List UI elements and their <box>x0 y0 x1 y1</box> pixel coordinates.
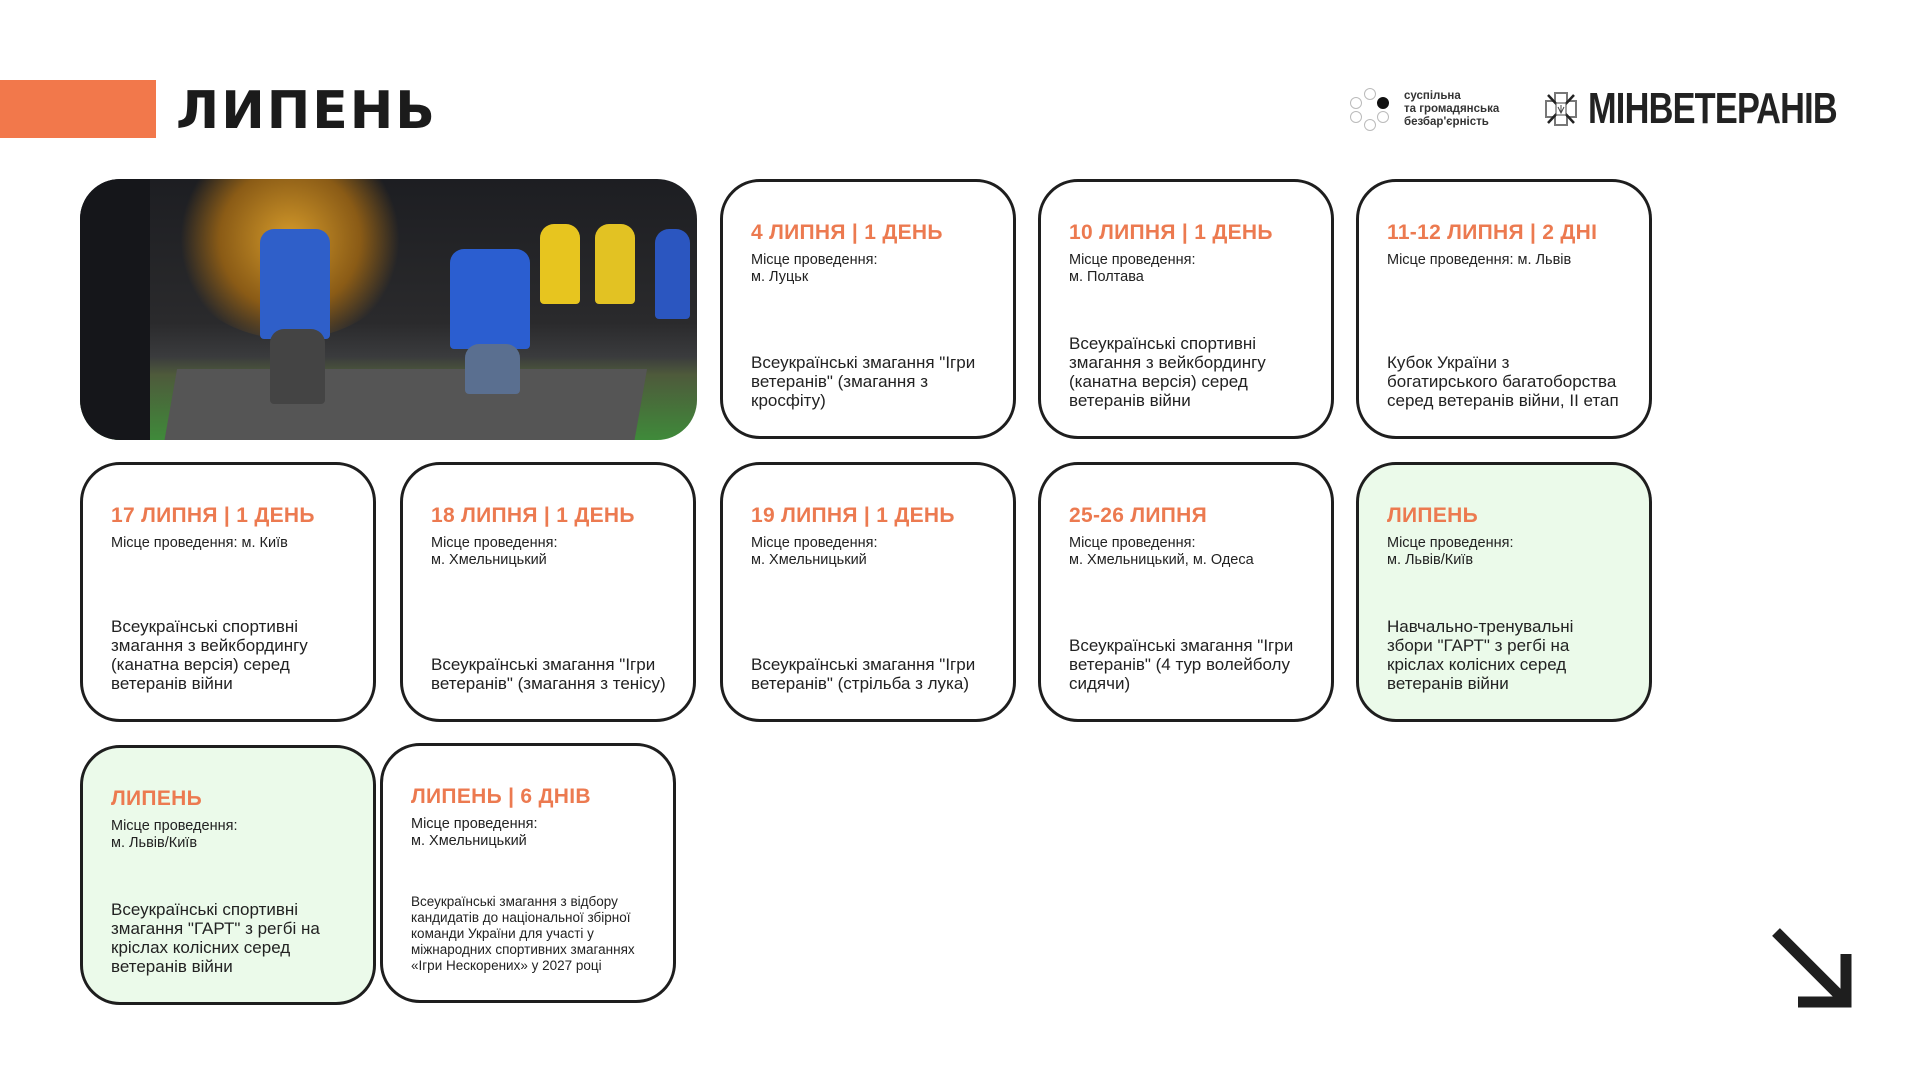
event-card[interactable]: 17 ЛИПНЯ | 1 ДЕНЬ Місце проведення: м. К… <box>80 462 376 722</box>
circles-icon <box>1350 88 1390 131</box>
event-description: Всеукраїнські змагання з відбору кандида… <box>411 894 635 973</box>
event-date: 18 ЛИПНЯ | 1 ДЕНЬ <box>431 504 635 527</box>
event-description: Всеукраїнські спортивні змагання "ГАРТ" … <box>111 900 320 976</box>
event-photo <box>80 179 697 440</box>
event-date: ЛИПЕНЬ <box>111 787 202 810</box>
event-description: Навчально-тренувальні збори "ГАРТ" з рег… <box>1387 617 1574 693</box>
event-description: Всеукраїнські змагання "Ігри ветеранів" … <box>751 353 976 410</box>
event-date: 25-26 ЛИПНЯ <box>1069 504 1208 527</box>
ministry-logo: МІНВЕТЕРАНІВ <box>1542 86 1907 132</box>
event-location: Місце проведення: м. Львів/Київ <box>1387 535 1514 568</box>
logo-line: та громадянська <box>1404 102 1500 115</box>
event-date: 17 ЛИПНЯ | 1 ДЕНЬ <box>111 504 315 527</box>
accessibility-logo: суспільна та громадянська безбар'єрність <box>1350 88 1500 131</box>
event-card[interactable]: 10 ЛИПНЯ | 1 ДЕНЬ Місце проведення: м. П… <box>1038 179 1334 439</box>
event-location: Місце проведення: м. Львів/Київ <box>111 818 238 851</box>
event-card[interactable]: 18 ЛИПНЯ | 1 ДЕНЬ Місце проведення: м. Х… <box>400 462 696 722</box>
event-card[interactable]: 25-26 ЛИПНЯ Місце проведення: м. Хмельни… <box>1038 462 1334 722</box>
event-date: 10 ЛИПНЯ | 1 ДЕНЬ <box>1069 221 1273 244</box>
event-location: Місце проведення: м. Хмельницький <box>431 535 558 568</box>
event-card[interactable]: 19 ЛИПНЯ | 1 ДЕНЬ Місце проведення: м. Х… <box>720 462 1016 722</box>
event-card[interactable]: ЛИПЕНЬ Місце проведення: м. Львів/Київ В… <box>80 745 376 1005</box>
event-description: Всеукраїнські змагання "Ігри ветеранів" … <box>751 655 976 693</box>
event-location: Місце проведення: м. Хмельницький <box>411 816 538 849</box>
event-description: Всеукраїнські спортивні змагання з вейкб… <box>1069 334 1266 410</box>
event-location: Місце проведення: м. Хмельницький <box>751 535 878 568</box>
event-location: Місце проведення: м. Хмельницький, м. Од… <box>1069 535 1254 568</box>
event-description: Всеукраїнські змагання "Ігри ветеранів" … <box>431 655 666 693</box>
event-date: 11-12 ЛИПНЯ | 2 ДНІ <box>1387 221 1598 244</box>
accent-bar <box>0 80 156 138</box>
emblem-icon <box>1545 92 1577 126</box>
event-card[interactable]: ЛИПЕНЬ Місце проведення: м. Львів/Київ Н… <box>1356 462 1652 722</box>
event-location: Місце проведення: м. Луцьк <box>751 252 878 285</box>
event-date: ЛИПЕНЬ | 6 ДНІВ <box>411 785 591 808</box>
event-date: 4 ЛИПНЯ | 1 ДЕНЬ <box>751 221 943 244</box>
logo-line: безбар'єрність <box>1404 115 1489 128</box>
ministry-name: МІНВЕТЕРАНІВ <box>1588 84 1838 133</box>
event-location: Місце проведення: м. Київ <box>111 535 288 551</box>
event-date: ЛИПЕНЬ <box>1387 504 1478 527</box>
event-card[interactable]: ЛИПЕНЬ | 6 ДНІВ Місце проведення: м. Хме… <box>380 743 676 1003</box>
event-card[interactable]: 4 ЛИПНЯ | 1 ДЕНЬ Місце проведення: м. Лу… <box>720 179 1016 439</box>
page-title: ЛИПЕНЬ <box>176 81 437 141</box>
event-location: Місце проведення: м. Полтава <box>1069 252 1196 285</box>
event-description: Всеукраїнські змагання "Ігри ветеранів" … <box>1069 636 1294 693</box>
event-date: 19 ЛИПНЯ | 1 ДЕНЬ <box>751 504 955 527</box>
event-description: Всеукраїнські спортивні змагання з вейкб… <box>111 617 308 693</box>
event-description: Кубок України з богатирського багатоборс… <box>1387 353 1619 410</box>
event-location: Місце проведення: м. Львів <box>1387 252 1572 268</box>
arrow-down-right-icon <box>1772 928 1852 1008</box>
logo-line: суспільна <box>1404 89 1461 102</box>
event-card[interactable]: 11-12 ЛИПНЯ | 2 ДНІ Місце проведення: м.… <box>1356 179 1652 439</box>
